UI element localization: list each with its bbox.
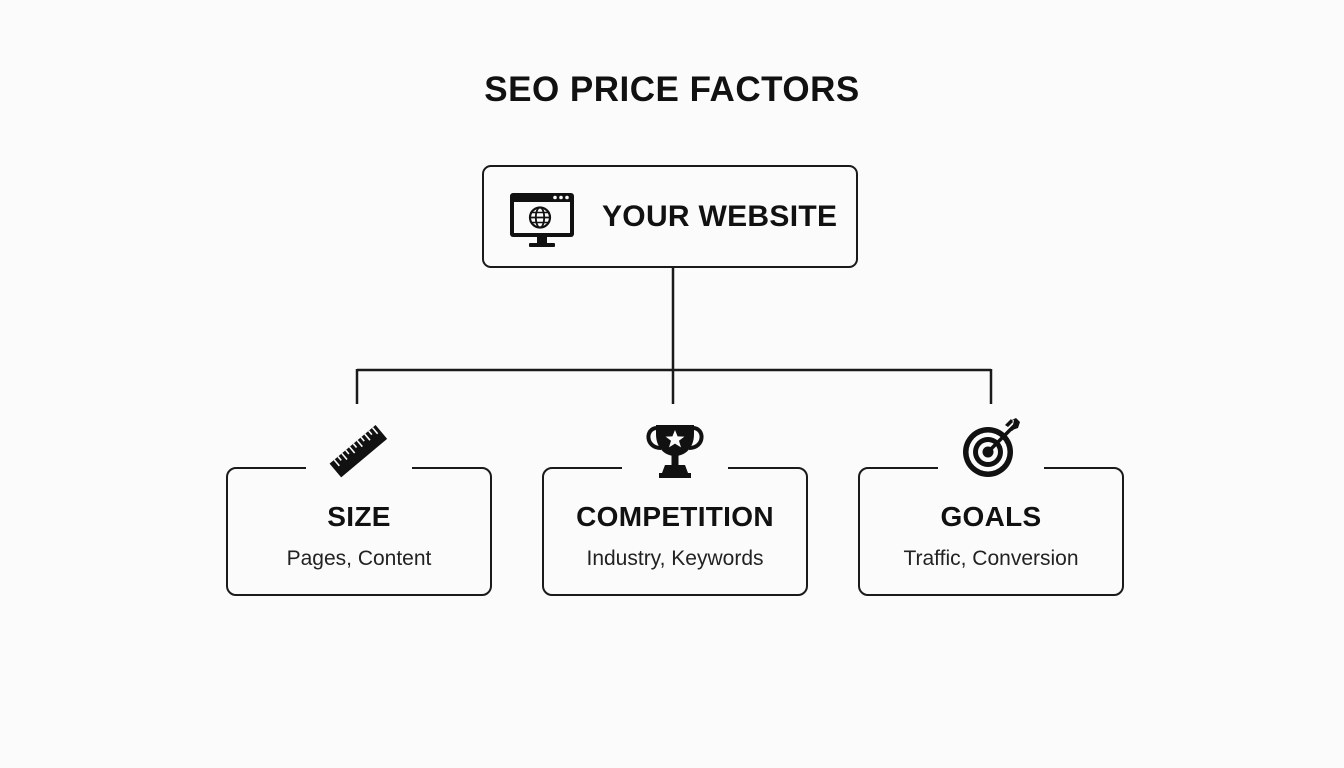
root-node-label: YOUR WEBSITE — [602, 200, 838, 233]
factor-card-competition: COMPETITION Industry, Keywords — [542, 463, 808, 596]
factor-description-goals: Traffic, Conversion — [903, 547, 1079, 570]
factor-description-competition: Industry, Keywords — [586, 547, 764, 570]
factor-title-goals: GOALS — [940, 501, 1042, 532]
diagram-title: SEO PRICE FACTORS — [484, 70, 860, 109]
target-arrow-icon — [963, 418, 1020, 477]
root-node-your-website: YOUR WEBSITE — [482, 165, 858, 268]
factor-card-goals: GOALS Traffic, Conversion — [858, 463, 1124, 596]
factor-card-size: SIZE Pages, Content — [226, 463, 492, 596]
factor-title-size: SIZE — [327, 501, 391, 532]
website-globe-monitor-icon — [510, 193, 574, 247]
ruler-icon — [329, 425, 388, 478]
factor-card-gap — [306, 463, 412, 473]
trophy-icon — [646, 425, 704, 478]
factor-description-size: Pages, Content — [286, 547, 432, 570]
factor-title-competition: COMPETITION — [576, 501, 774, 532]
